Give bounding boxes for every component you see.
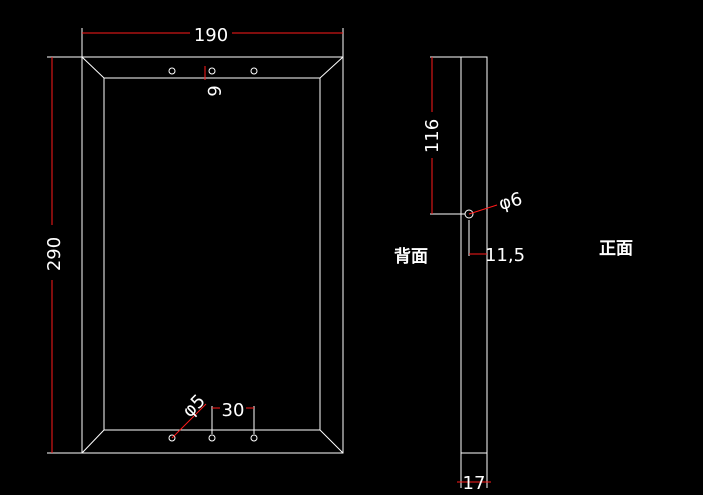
bottom-hole-left bbox=[168, 434, 176, 442]
front-view: 190 290 6 φ5 30 bbox=[44, 25, 344, 454]
side-profile bbox=[460, 56, 488, 454]
bottom-hole-right bbox=[250, 434, 258, 442]
frame-inner-edge bbox=[103, 77, 321, 431]
width-dim-text: 190 bbox=[194, 25, 228, 46]
top-hole-center bbox=[208, 67, 216, 75]
top-hole-dim-text: 6 bbox=[203, 85, 224, 96]
offset-dim-text: 11,5 bbox=[485, 245, 525, 266]
side-hole-diameter-text: φ6 bbox=[497, 189, 525, 215]
thickness-dim-text: 17 bbox=[463, 473, 486, 494]
top-hole-left bbox=[168, 67, 176, 75]
back-side-label: 背面 bbox=[394, 246, 428, 267]
frame-miter-bottom-left bbox=[81, 429, 105, 454]
side-hole-leader bbox=[468, 204, 498, 215]
front-side-label: 正面 bbox=[599, 239, 633, 259]
height-dim-text: 290 bbox=[44, 237, 65, 271]
spacing-dim-text: 30 bbox=[222, 400, 245, 421]
side-height-dim-text: 116 bbox=[422, 119, 443, 153]
side-view: 116 φ6 11,5 17 背面 正面 bbox=[394, 56, 633, 494]
top-hole-right bbox=[250, 67, 258, 75]
frame-outer-edge bbox=[81, 56, 344, 454]
frame-miter-top-right bbox=[319, 56, 344, 79]
bottom-hole-center bbox=[208, 434, 216, 442]
frame-miter-bottom-right bbox=[319, 429, 344, 454]
bottom-hole-leader bbox=[171, 403, 207, 439]
frame-miter-top-left bbox=[81, 56, 105, 79]
bottom-hole-diameter-text: φ5 bbox=[178, 390, 209, 421]
